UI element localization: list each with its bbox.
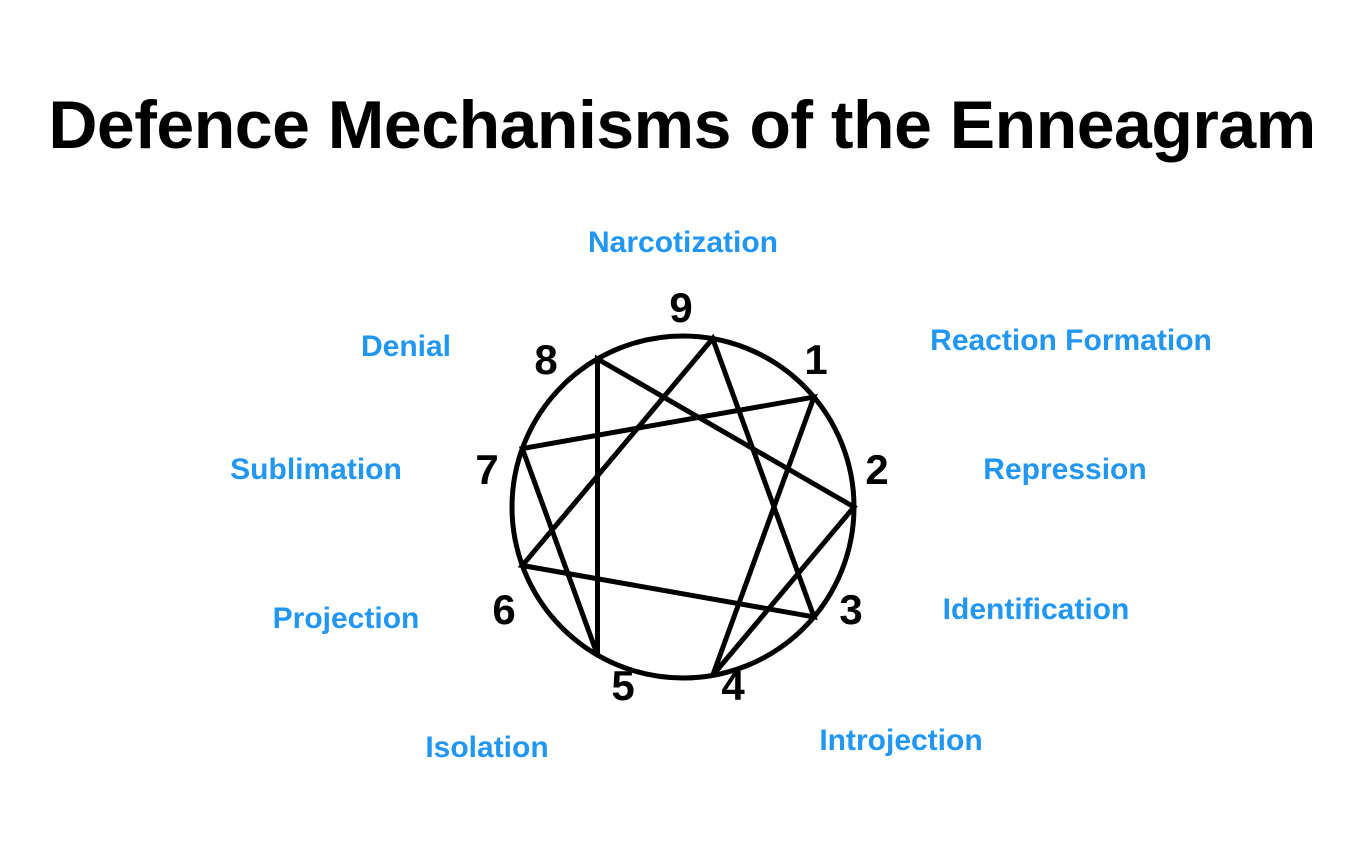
mechanism-label-reaction-formation: Reaction Formation (930, 324, 1212, 357)
enneagram-triangle-963 (517, 333, 818, 621)
mechanism-label-narcotization: Narcotization (587, 226, 779, 259)
point-number-4: 4 (721, 662, 745, 709)
mechanism-label-sublimation: Sublimation (230, 453, 402, 486)
point-number-1: 1 (804, 336, 828, 383)
point-number-9: 9 (669, 284, 693, 331)
enneagram-circle (509, 333, 857, 681)
mechanism-label-repression: Repression (983, 453, 1147, 486)
mechanism-label-projection: Projection (272, 602, 420, 635)
point-number-3: 3 (839, 586, 863, 633)
point-number-6: 6 (492, 586, 516, 633)
mechanism-label-isolation: Isolation (425, 731, 549, 764)
point-number-7: 7 (475, 446, 499, 493)
point-number-8: 8 (534, 336, 558, 383)
mechanism-label-identification: Identification (942, 593, 1130, 626)
mechanism-label-introjection: Introjection (819, 724, 983, 757)
page-title: Defence Mechanisms of the Enneagram (48, 86, 1316, 163)
point-number-2: 2 (865, 446, 889, 493)
point-number-5: 5 (611, 662, 635, 709)
mechanism-label-denial: Denial (360, 330, 452, 363)
enneagram-hexad-142857 (518, 354, 858, 678)
